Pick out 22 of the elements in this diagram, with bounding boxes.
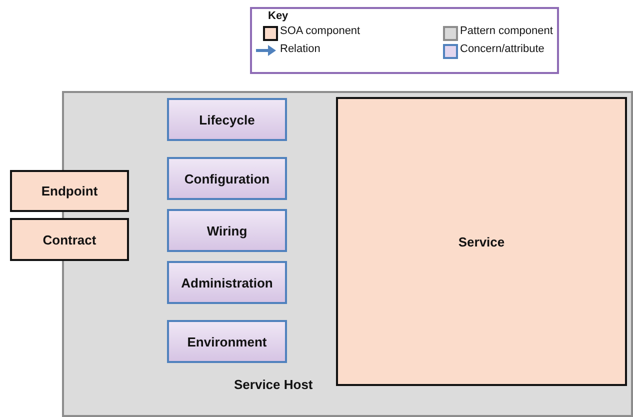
component-label: Administration <box>180 275 274 290</box>
component-box <box>10 218 129 261</box>
legend-label: Pattern component <box>460 25 553 37</box>
legend-label: Relation <box>280 43 320 55</box>
concern-box <box>167 157 287 200</box>
concern-box <box>167 98 287 141</box>
concern-box <box>167 261 287 304</box>
concern-box <box>167 320 287 363</box>
legend-title: Key <box>268 10 288 22</box>
component-label: Wiring <box>206 223 248 238</box>
component-label: Service <box>457 234 506 249</box>
component-label: Lifecycle <box>198 112 256 127</box>
legend-label: Concern/attribute <box>460 43 544 55</box>
container-label: Service Host <box>234 377 313 392</box>
concern-box <box>167 209 287 252</box>
component-label: Contract <box>42 232 98 247</box>
component-label: Endpoint <box>40 184 99 198</box>
component-box <box>10 170 129 212</box>
component-label: Configuration <box>183 171 271 186</box>
legend-label: SOA component <box>280 25 360 37</box>
component-box <box>336 97 627 386</box>
component-label: Environment <box>186 334 268 349</box>
